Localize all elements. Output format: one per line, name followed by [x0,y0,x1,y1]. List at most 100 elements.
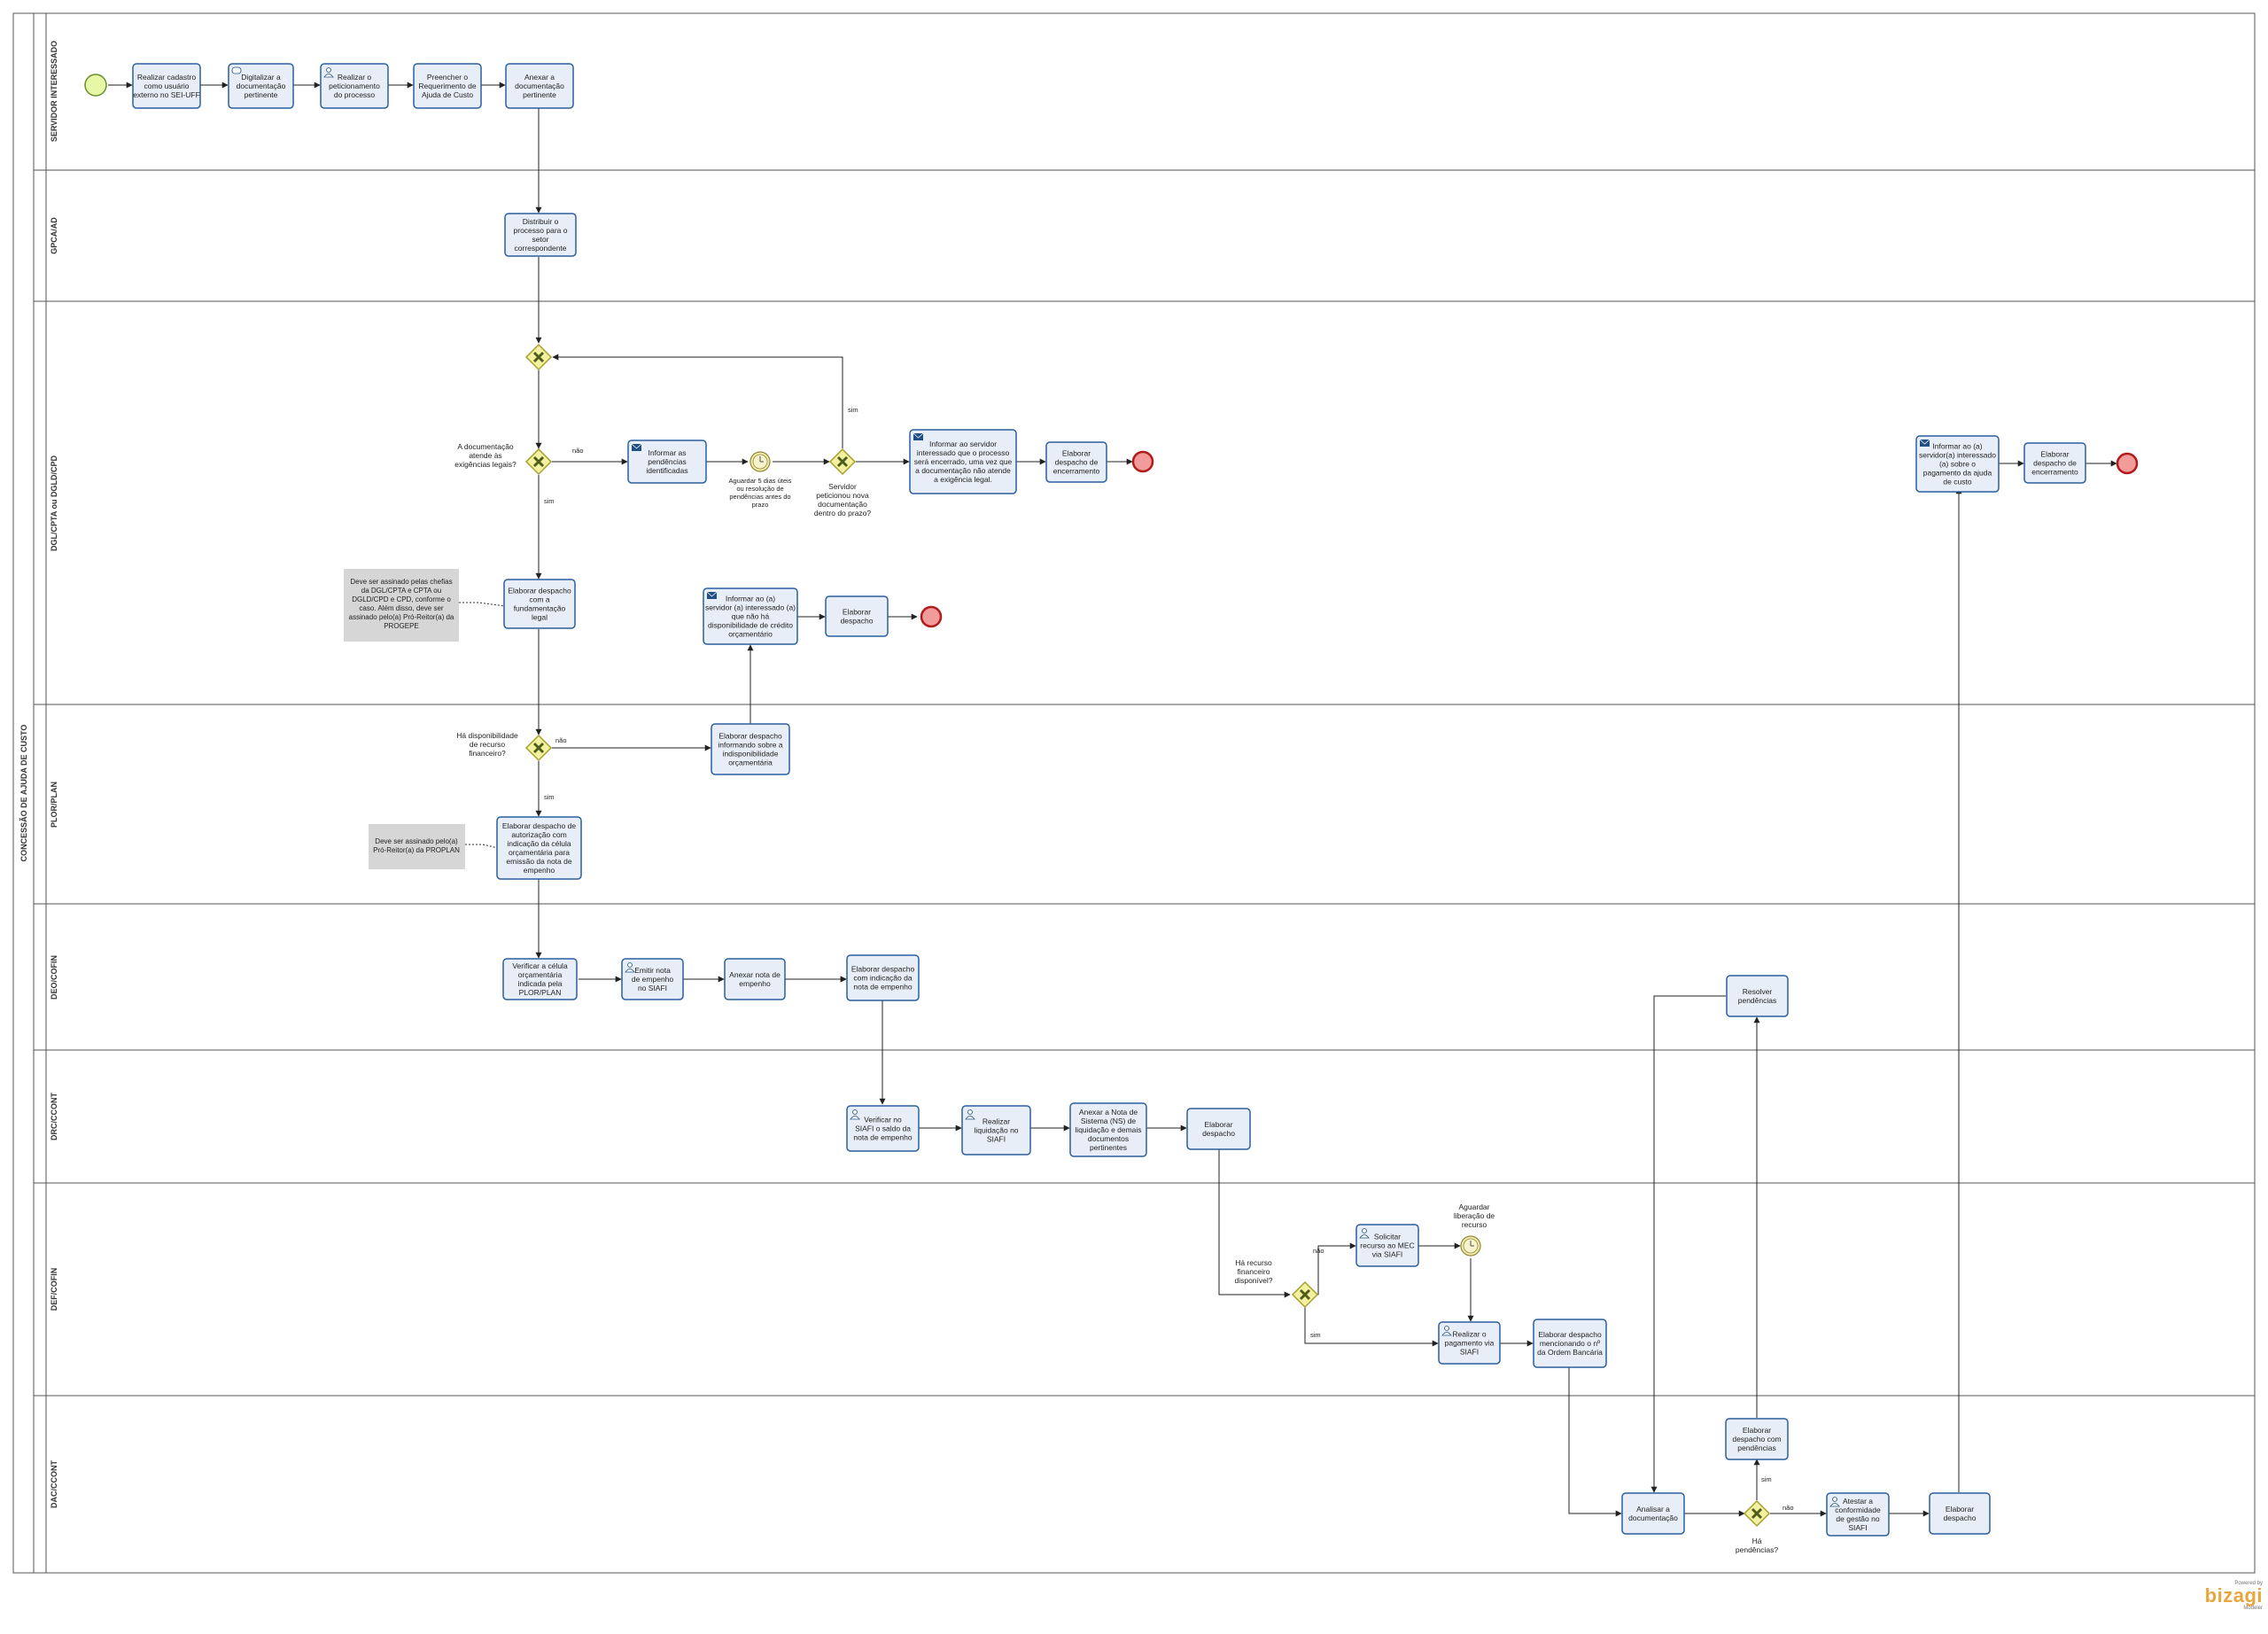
task-label-line: servidor (a) interessado (a) [705,603,796,612]
task-label-line: Preencher o [427,73,469,82]
task-label-line: Atestar a [1843,1497,1873,1506]
task-label-line: empenho [524,866,555,875]
task-label-line: (a) sobre o [1939,460,1976,469]
pool-title: CONCESSÃO DE AJUDA DE CUSTO [19,725,28,862]
end-event-1 [1131,450,1154,473]
gateway-pendencies-label: Há [1752,1537,1762,1545]
lane-title-dac: DAC/CCONT [50,1460,58,1508]
task-label-line: SIAFI [987,1135,1006,1144]
task-label-line: com a [529,595,549,604]
task-label-line: fundamentação [514,604,566,613]
task-label-line: autorização com [511,830,566,839]
lane-title-dgl: DGL/CPTA ou DGLD/CPD [50,455,58,551]
task-label-line: correspondente [514,244,566,253]
task-label-line: conformidade [1835,1506,1881,1514]
gateway-documentation-label: A documentação [457,442,514,451]
lane-titles: SERVIDOR INTERESSADO GPCA/AD DGL/CPTA ou… [50,41,58,1508]
lane-title-drc: DRC/CCONT [50,1093,58,1140]
task-label-line: a documentação não atende [915,466,1011,475]
task-label-line: documentação [515,82,564,90]
lane-title-deo: DEO/COFIN [50,955,58,1000]
timer-1-label: pendências antes do [729,493,790,501]
timer-1-label: Aguardar 5 dias úteis [729,477,792,485]
task-label-line: SIAFI [1460,1348,1479,1357]
task-label-line: Elaborar despacho de [502,821,576,830]
gateway-documentation-label: exigências legais? [454,460,517,469]
user-icon [1359,1228,1370,1239]
task-label-line: pendências [1737,1443,1775,1452]
gateway-petition-label: documentação [818,500,867,509]
branding-powered: Powered by [2234,1581,2263,1586]
task-label-line: Ajuda de Custo [422,90,473,99]
task-label-line: SIAFI [1848,1523,1867,1532]
task-label-line: a exigência legal. [934,475,992,484]
task-label: Informar ao (a)servidor(a) interessado(a… [1919,442,1996,486]
task-label-line: pendências [648,457,686,466]
annotation-1-line: DGLD/CPD e CPD, conforme o [352,595,451,603]
timer-2-label: recurso [1462,1220,1487,1229]
task-label-line: Anexar a Nota de [1079,1108,1138,1117]
label-yes-1: sim [544,497,555,505]
user-icon [625,962,635,973]
gateway-resource-label: Há recurso [1235,1258,1272,1267]
gateway-petition-label: dentro do prazo? [814,509,872,517]
task-label-line: orçamentária [518,970,563,979]
task-label-line: despacho [841,617,874,626]
task-label-line: processo para o [514,226,568,235]
end-event-2 [920,605,943,628]
task-label-line: Verificar a célula [512,961,568,970]
task-label-line: encerramento [1053,467,1100,476]
task-t13[interactable]: Informar ao (a)servidor(a) interessado(a… [1915,435,2000,493]
task-label-line: com indicação da [853,974,912,983]
label-no-1: não [572,447,584,455]
task-label-line: nota de empenho [853,983,912,992]
task-label-line: externo no SEI-UFF [133,90,200,99]
task-t11[interactable]: Informar ao (a)servidor (a) interessado … [703,587,798,645]
task-label-line: Solicitar [1374,1233,1401,1241]
task-label-line: documentação [237,82,286,90]
task-label-line: documentos [1088,1134,1129,1143]
lane-title-def: DEF/COFIN [50,1268,58,1311]
task-label-line: peticionamento [329,82,380,90]
task-label-line: informando sobre a [718,741,783,750]
timer-2-label: liberação de [1454,1211,1495,1220]
task-label-line: legal [532,613,548,622]
task-label-line: Elaborar [1204,1120,1232,1129]
task-label-line: PLOR/PLAN [519,988,562,997]
